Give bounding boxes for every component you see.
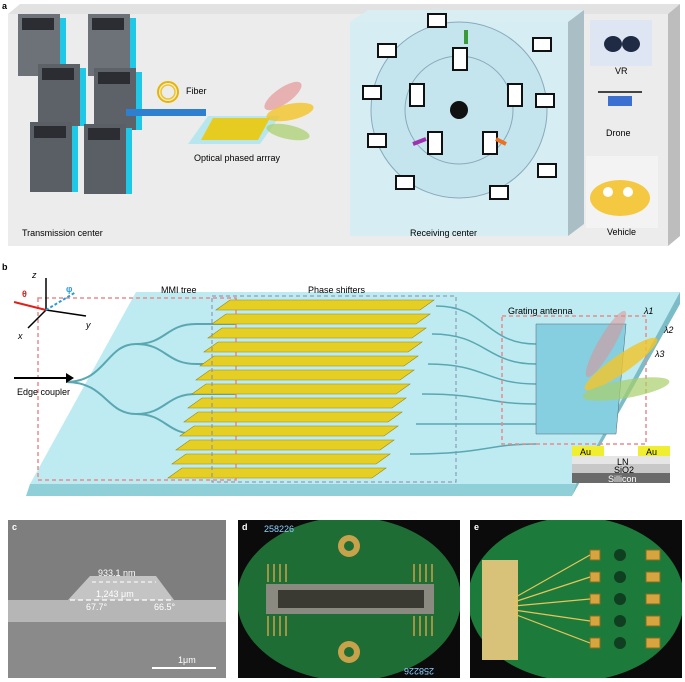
scale-bar-label: 1μm xyxy=(178,655,196,665)
grating-label: Grating antenna xyxy=(508,306,573,316)
transmission-label: Transmission center xyxy=(22,228,103,238)
panel-a-figure xyxy=(8,4,680,246)
panel-c-sem xyxy=(8,520,226,678)
opa-chip xyxy=(188,116,280,144)
mmi-label: MMI tree xyxy=(161,285,197,295)
top-width-label: 933.1 nm xyxy=(98,568,136,578)
axis-z: z xyxy=(32,270,37,280)
fiber-cable xyxy=(126,109,206,116)
board-id-top: 258226 xyxy=(264,524,295,534)
board-id-bottom: 258226 xyxy=(404,666,435,676)
axis-y: y xyxy=(86,320,91,330)
layer-sio2: SiO2 xyxy=(614,465,635,475)
vr-label: VR xyxy=(615,66,628,76)
panel-b-letter: b xyxy=(2,262,8,272)
computer-icons xyxy=(362,13,557,200)
panel-c-letter: c xyxy=(12,522,18,532)
globe-icon xyxy=(450,101,468,119)
fiber-label: Fiber xyxy=(186,86,207,96)
right-angle-label: 66.5° xyxy=(154,602,176,612)
opa-label: Optical phased arrray xyxy=(194,153,281,163)
drone-icon xyxy=(598,91,642,106)
axis-phi: φ xyxy=(66,284,73,294)
panel-e-photo xyxy=(470,520,682,678)
lambda1-label: λ1 xyxy=(644,306,654,316)
phase-label: Phase shifters xyxy=(308,285,366,295)
edge-label: Edge coupler xyxy=(17,387,71,397)
panel-b-chip xyxy=(26,292,680,496)
left-angle-label: 67.7° xyxy=(86,602,108,612)
panel-d-photo xyxy=(238,520,460,678)
vehicle-icon xyxy=(590,180,650,216)
layer-ln: LN xyxy=(617,457,629,467)
receiving-label: Receiving center xyxy=(410,228,478,238)
layer-au-right: Au xyxy=(646,447,658,457)
drone-label: Drone xyxy=(606,128,631,138)
lambda2-label: λ2 xyxy=(664,325,674,335)
lambda3-label: λ3 xyxy=(655,349,665,359)
network-server-icons xyxy=(409,47,523,155)
layer-au-left: Au xyxy=(580,447,592,457)
panel-d-letter: d xyxy=(242,522,248,532)
edge-arrow-icon xyxy=(14,373,74,383)
vehicle-label: Vehicle xyxy=(607,227,637,237)
panel-a-letter: a xyxy=(2,1,8,11)
server-rack-icon xyxy=(18,14,142,194)
panel-e-letter: e xyxy=(474,522,480,532)
bottom-width-label: 1,243 μm xyxy=(96,589,134,599)
axes-icon xyxy=(13,278,87,329)
layer-silicon: Sillicon xyxy=(608,474,637,484)
axis-theta: θ xyxy=(22,289,27,299)
axis-x: x xyxy=(18,331,23,341)
